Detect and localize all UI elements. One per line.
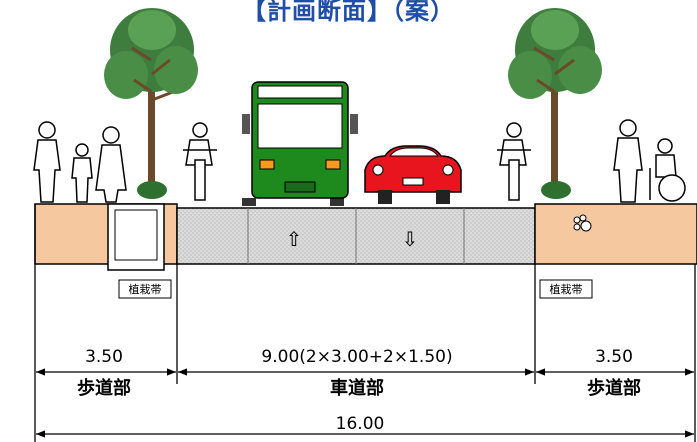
planting-tag-left: 植栽帯 <box>129 282 162 296</box>
wheelchair-icon <box>649 138 686 202</box>
lane-arrow-up: ⇧ <box>286 227 303 251</box>
left-width-label: 3.50 <box>85 347 123 367</box>
center-section-label: 車道部 <box>330 377 384 399</box>
tactile-paving-icon <box>573 214 592 232</box>
bus-icon <box>242 81 358 206</box>
planting-tag-left-box <box>118 279 172 299</box>
lane-arrow-down: ⇩ <box>402 227 419 251</box>
pedestrian-icon <box>613 119 643 203</box>
pedestrian-icon <box>33 121 127 203</box>
diagram-title: 【計画断面】（案） <box>242 0 455 25</box>
planting-tag-right: 植栽帯 <box>550 282 583 296</box>
right-width-label: 3.50 <box>595 347 633 367</box>
right-sidewalk <box>534 203 697 265</box>
cyclist-icon <box>183 122 217 201</box>
dimension-lines <box>36 368 694 438</box>
right-section-label: 歩道部 <box>587 377 641 399</box>
tree-icon <box>508 8 602 199</box>
car-icon <box>364 145 462 204</box>
left-section-label: 歩道部 <box>77 377 131 399</box>
planting-tag-right-box <box>539 279 593 299</box>
center-width-label: 9.00(2×3.00+2×1.50) <box>261 347 452 367</box>
total-width-label: 16.00 <box>336 414 385 434</box>
cyclist-icon <box>497 122 531 201</box>
tree-icon <box>104 8 198 199</box>
